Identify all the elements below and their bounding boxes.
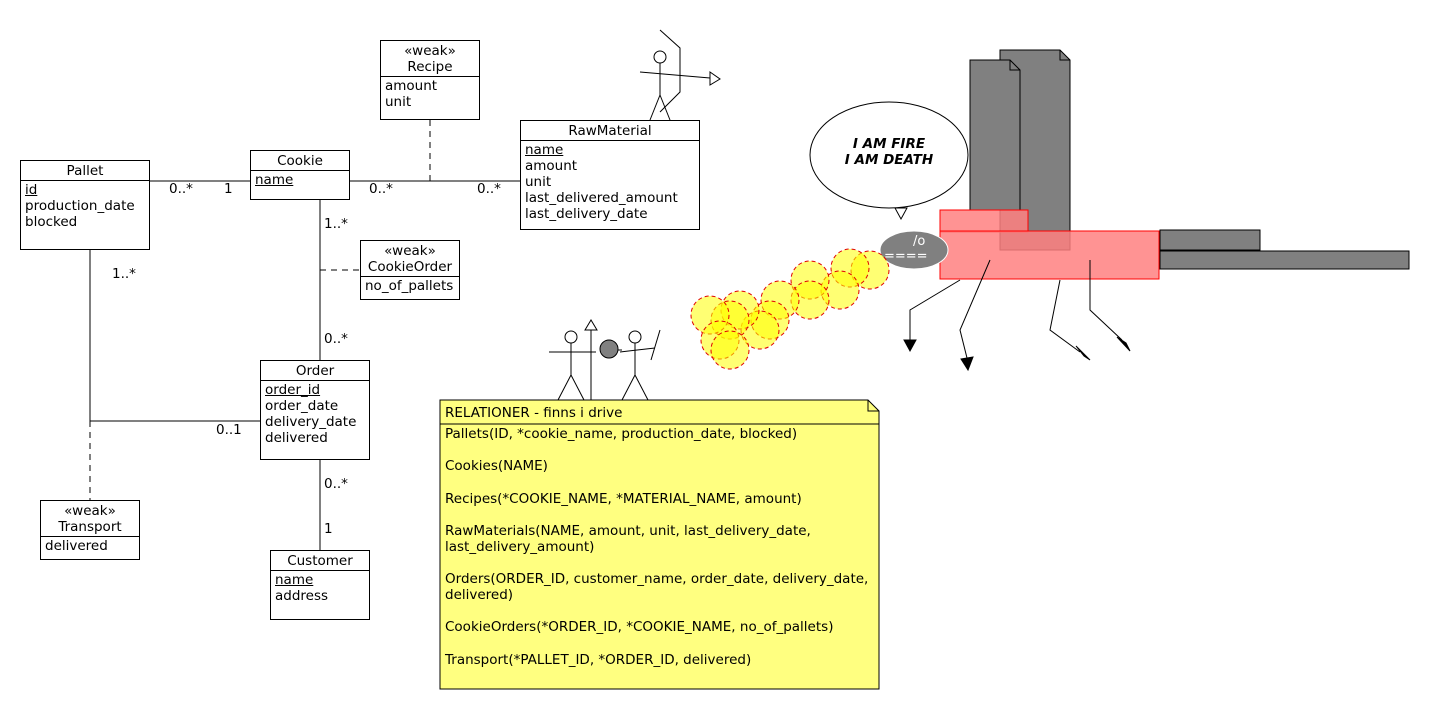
attr-blocked: blocked (25, 214, 78, 230)
attr-order-date: order_date (265, 398, 339, 414)
class-order[interactable]: Order order_id order_date delivery_date … (260, 360, 370, 460)
class-title: Cookie (277, 153, 323, 169)
attr-delivered: delivered (45, 538, 108, 554)
multiplicity-label: 0..1 (216, 422, 242, 438)
attr-delivered: delivered (265, 430, 328, 446)
class-rawmaterial[interactable]: RawMaterial name amount unit last_delive… (520, 120, 700, 230)
class-recipe[interactable]: «weak» Recipe amount unit (380, 40, 480, 120)
multiplicity-label: 0..* (324, 476, 348, 492)
archer-figure (639, 29, 721, 121)
speech-bubble (809, 101, 969, 221)
attr-delivery-date: delivery_date (265, 414, 357, 430)
speech-line: I AM FIRE (852, 136, 926, 152)
note-line: Recipes(*COOKIE_NAME, *MATERIAL_NAME, am… (445, 490, 802, 507)
attr-last-delivered-amount: last_delivered_amount (525, 190, 678, 206)
note-shape (439, 399, 880, 690)
speech-line: I AM DEATH (844, 152, 934, 168)
note-line: Transport(*PALLET_ID, *ORDER_ID, deliver… (445, 651, 752, 668)
multiplicity-label: 0..* (169, 181, 193, 197)
note-title: RELATIONER - finns i drive (445, 405, 623, 421)
dragon-legs (903, 259, 1131, 372)
multiplicity-label: 1 (324, 521, 333, 537)
note-body: Pallets(ID, *cookie_name, production_dat… (445, 426, 870, 684)
stereotype: «weak» (384, 243, 436, 259)
class-customer[interactable]: Customer name address (270, 550, 370, 620)
class-transport[interactable]: «weak» Transport delivered (40, 500, 140, 560)
class-cookie[interactable]: Cookie name (250, 150, 350, 200)
attr-amount: amount (525, 158, 578, 174)
note-line: Pallets(ID, *cookie_name, production_dat… (445, 426, 798, 442)
speech-text: I AM FIRE I AM DEATH (822, 136, 956, 168)
attr-last-delivery-date: last_delivery_date (525, 206, 648, 222)
attr-production-date: production_date (25, 198, 135, 214)
multiplicity-label: 1..* (324, 216, 348, 232)
gun-label: ==== (884, 249, 928, 264)
note-line: Orders(ORDER_ID, customer_name, order_da… (445, 571, 869, 604)
multiplicity-label: 0..* (369, 181, 393, 197)
attr-name: name (255, 172, 294, 188)
stereotype: «weak» (64, 503, 116, 519)
attr-no-of-pallets: no_of_pallets (365, 278, 454, 294)
tower-shapes (969, 49, 1410, 270)
attr-unit: unit (525, 174, 552, 190)
dragon-body (939, 209, 1160, 280)
bomb-icon (599, 339, 619, 359)
class-name: CookieOrder (367, 259, 453, 275)
attr-id: id (25, 182, 38, 198)
gun-label: /o (913, 234, 926, 249)
multiplicity-label: 1..* (112, 266, 136, 282)
note-line: CookieOrders(*ORDER_ID, *COOKIE_NAME, no… (445, 619, 834, 636)
attr-name: name (275, 572, 314, 588)
stereotype: «weak» (404, 43, 456, 59)
note-line: RawMaterials(NAME, amount, unit, last_de… (445, 522, 811, 555)
class-title: Customer (287, 553, 353, 569)
class-name: Transport (58, 519, 122, 535)
attr-name: name (525, 142, 564, 158)
class-title: Pallet (66, 163, 104, 179)
multiplicity-label: 0..* (324, 331, 348, 347)
note-line: Cookies(NAME) (445, 458, 548, 475)
fire-circles (690, 248, 890, 370)
class-pallet[interactable]: Pallet id production_date blocked (20, 160, 150, 250)
multiplicity-label: 1 (224, 181, 233, 197)
class-title: «weak» Recipe (381, 41, 479, 76)
stick-figures-note (549, 319, 661, 401)
multiplicity-label: 0..* (477, 181, 501, 197)
gun-oval (879, 230, 949, 270)
attr-address: address (275, 588, 329, 604)
class-cookieorder[interactable]: «weak» CookieOrder no_of_pallets (360, 240, 460, 300)
attr-amount: amount (385, 78, 438, 94)
class-title: RawMaterial (568, 123, 652, 139)
class-title: Order (295, 363, 335, 379)
attr-order-id: order_id (265, 382, 321, 398)
attr-unit: unit (385, 94, 412, 110)
class-name: Recipe (407, 59, 453, 75)
class-title: «weak» CookieOrder (361, 241, 459, 276)
class-title: «weak» Transport (41, 501, 139, 536)
relations-note[interactable]: RELATIONER - finns i drive Pallets(ID, *… (440, 400, 880, 690)
